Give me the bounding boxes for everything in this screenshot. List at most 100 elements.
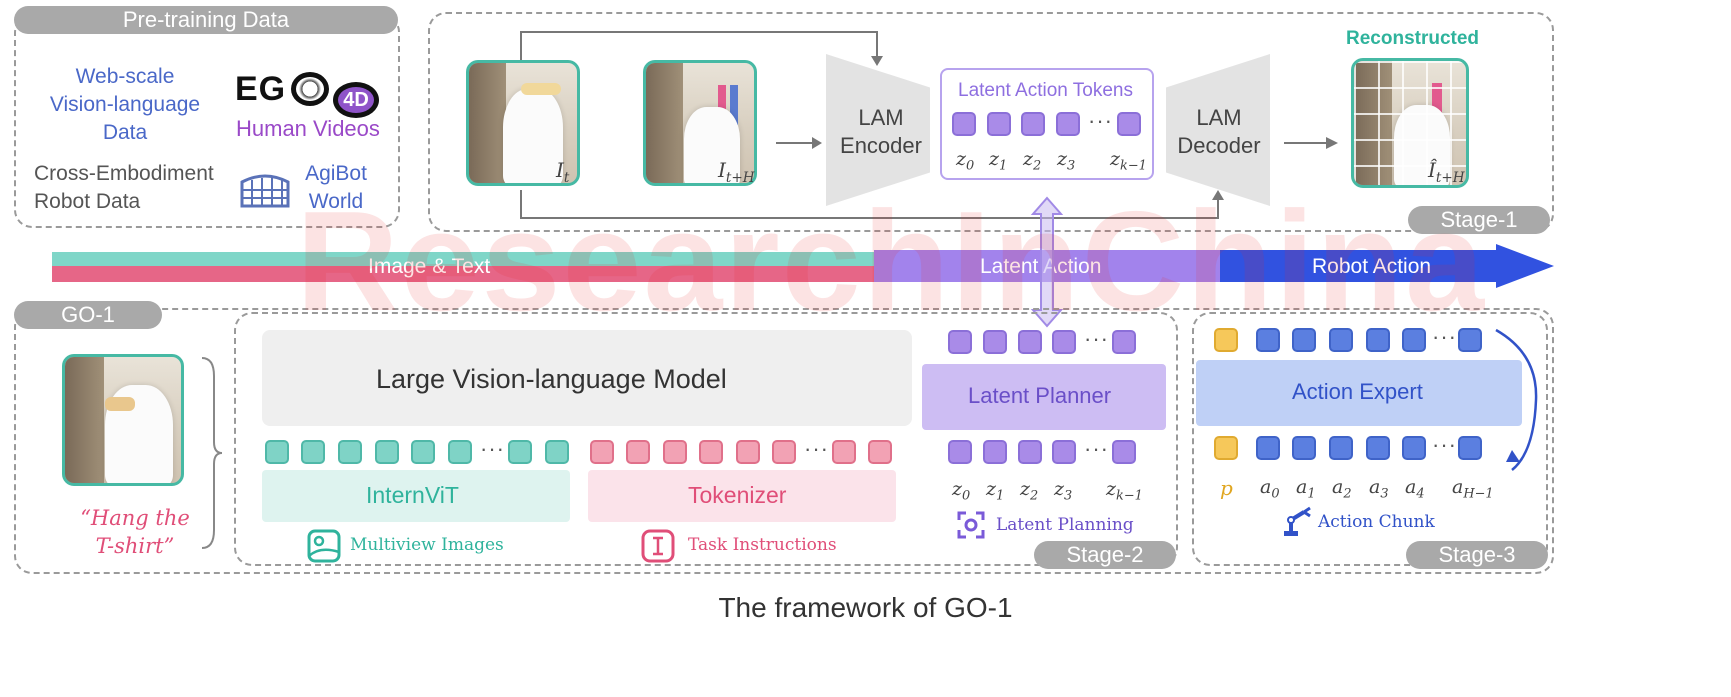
planner-output-token: [1052, 330, 1076, 354]
observation-brace: [201, 357, 223, 549]
pretraining-data-title: Pre-training Data: [14, 6, 398, 34]
robot-action-arrowhead: [1496, 244, 1554, 288]
ellipsis: ···: [804, 436, 829, 461]
action-output-token: [1458, 328, 1482, 352]
tokenizer-block: [588, 470, 896, 522]
planner-output-token: [1018, 330, 1042, 354]
latent-planning-label: Latent Planning: [996, 515, 1134, 535]
robot-action-label: Robot Action: [1312, 255, 1432, 278]
stage2-label: Stage-2: [1034, 541, 1176, 569]
a1-label: a1: [1296, 476, 1316, 502]
stage1-connectors: [520, 31, 1338, 219]
instruction-text: “Hang the T-shirt”: [80, 506, 190, 558]
text-token: [832, 440, 856, 464]
globe-icon: [290, 72, 329, 106]
tokenizer-label: Tokenizer: [688, 482, 787, 508]
image-token: [338, 440, 362, 464]
action-input-token: [1329, 436, 1353, 460]
image-text-band-pink: [52, 266, 874, 282]
task-instructions-icon: [640, 528, 676, 569]
task-instructions-label: Task Instructions: [688, 535, 837, 555]
ego4d-badge: 4D: [333, 82, 380, 118]
latent-token: [987, 112, 1011, 136]
planner-output-token: [948, 330, 972, 354]
planner-input-token: [1052, 440, 1076, 464]
proprio-token: [1214, 328, 1238, 352]
planner-output-token: [983, 330, 1007, 354]
planner-input-token: [1112, 440, 1136, 464]
latent-token: [1117, 112, 1141, 136]
latent-link-arrow: [1030, 196, 1064, 328]
robot-arm-icon: [1280, 504, 1314, 543]
planner-input-token: [983, 440, 1007, 464]
stage3-panel: [1192, 312, 1548, 566]
action-output-token: [1256, 328, 1280, 352]
action-output-token: [1292, 328, 1316, 352]
multiview-images-icon: [306, 528, 342, 569]
agibot-world-label: AgiBot World: [305, 162, 367, 213]
a4-label: a4: [1405, 476, 1425, 502]
colosseum-icon: [238, 170, 292, 208]
ellipsis: ···: [1432, 432, 1457, 457]
ego4d-logo: EG 4D: [235, 70, 380, 118]
z2-label: z2: [1023, 148, 1042, 174]
image-token: [508, 440, 532, 464]
action-output-token: [1402, 328, 1426, 352]
action-expert-block: [1196, 360, 1522, 426]
grid-overlay: [1354, 61, 1466, 185]
latent-action-tokens-box: [940, 68, 1154, 180]
text-token: [590, 440, 614, 464]
stage2-panel: [234, 312, 1178, 566]
image-text-band-teal: [52, 252, 874, 266]
image-token: [301, 440, 325, 464]
stage1-panel: [428, 12, 1554, 232]
action-input-token: [1292, 436, 1316, 460]
frame-t-plus-h-label: It+H: [718, 158, 755, 186]
figure-caption: The framework of GO-1: [718, 592, 1013, 623]
planner-z2-label: z2: [1020, 478, 1039, 504]
lam-encoder-label: LAM Encoder: [840, 105, 922, 158]
action-input-token: [1256, 436, 1280, 460]
aH-label: aH−1: [1452, 476, 1494, 502]
latent-planning-icon: [956, 510, 986, 545]
go1-title: GO-1: [14, 301, 162, 329]
frame-t-label: It: [556, 158, 570, 186]
image-token: [375, 440, 399, 464]
observation-image: [62, 354, 184, 486]
reconstructed-frame-label: Ît+H: [1428, 158, 1465, 186]
zk-label: zk−1: [1110, 148, 1147, 174]
text-token: [626, 440, 650, 464]
reconstructed-label: Reconstructed: [1346, 28, 1480, 49]
reconstructed-image: [1351, 58, 1469, 188]
ellipsis: ···: [1084, 436, 1109, 461]
latent-planner-label: Latent Planner: [968, 383, 1112, 408]
text-token: [736, 440, 760, 464]
image-text-label: Image & Text: [368, 255, 491, 278]
ellipsis: ···: [480, 436, 505, 461]
go1-panel: [14, 308, 1554, 574]
planner-z3-label: z3: [1054, 478, 1073, 504]
image-token: [411, 440, 435, 464]
action-output-token: [1329, 328, 1353, 352]
z3-label: z3: [1057, 148, 1076, 174]
lam-decoder-label: LAM Decoder: [1177, 105, 1261, 158]
z1-label: z1: [989, 148, 1008, 174]
cross-embodiment-label: Cross-Embodiment Robot Data: [34, 162, 214, 213]
image-token: [448, 440, 472, 464]
text-token: [772, 440, 796, 464]
text-token: [868, 440, 892, 464]
web-scale-data-label: Web-scale Vision-language Data: [49, 65, 201, 144]
text-token: [699, 440, 723, 464]
latent-token: [952, 112, 976, 136]
frame-t-image: [466, 60, 580, 186]
z0-label: z0: [956, 148, 975, 174]
robot-action-band: [1220, 250, 1498, 282]
frame-t-plus-h-image: [643, 60, 757, 186]
planner-z0-label: z0: [952, 478, 971, 504]
human-videos-label: Human Videos: [236, 116, 380, 141]
planner-input-token: [948, 440, 972, 464]
proprio-token: [1214, 436, 1238, 460]
stage3-label: Stage-3: [1406, 541, 1548, 569]
latent-token: [1021, 112, 1045, 136]
ellipsis: ···: [1432, 324, 1457, 349]
